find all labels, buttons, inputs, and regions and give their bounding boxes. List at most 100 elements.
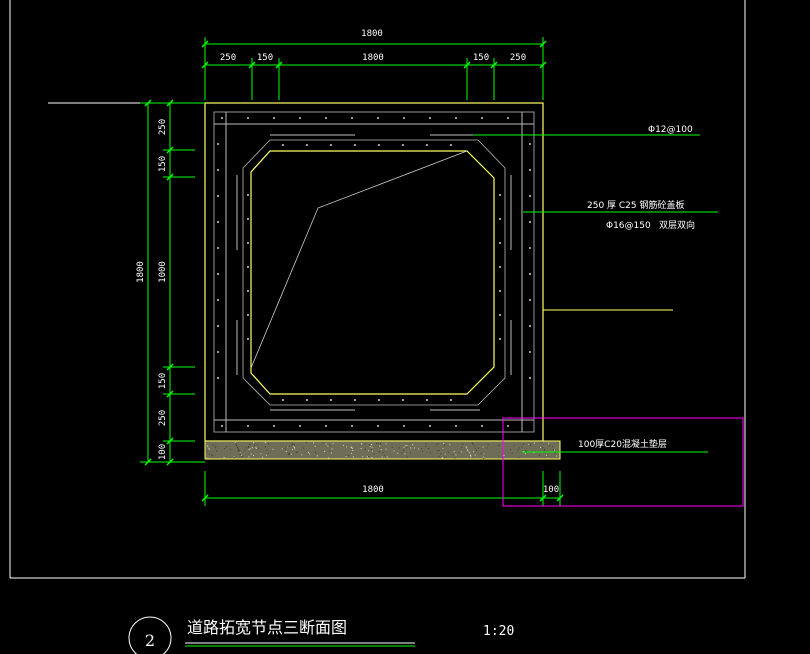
cushion-grain (371, 444, 373, 445)
cushion-grain (442, 446, 444, 448)
left-dim-4: 150 (158, 373, 168, 389)
rebar-dot (247, 290, 249, 292)
left-dim-3: 1000 (158, 261, 168, 283)
cushion-grain (322, 442, 324, 444)
left-total-dim: 1800 (136, 261, 146, 283)
cushion-grain (342, 444, 344, 446)
cushion-grain (235, 443, 237, 445)
cushion-grain (253, 455, 254, 457)
cushion-grain (206, 449, 207, 451)
rebar-dot (403, 117, 405, 119)
rebar-dot (378, 144, 380, 146)
rebar-dot (529, 299, 531, 301)
cushion-grain (351, 447, 353, 448)
cushion-grain (554, 452, 556, 454)
cushion-grain (255, 448, 257, 449)
cushion-grain (235, 444, 237, 446)
rebar-dot (529, 195, 531, 197)
cushion-grain (207, 457, 209, 459)
rebar-dot (299, 425, 301, 427)
cushion-grain (480, 453, 482, 455)
cushion-grain (405, 444, 407, 446)
cushion-grain (207, 445, 209, 447)
rebar-dot (450, 399, 452, 401)
cushion-grain (470, 454, 472, 456)
cushion-grain (510, 449, 512, 451)
cushion-grain (376, 443, 377, 445)
cushion-grain (247, 446, 249, 448)
cushion-grain (208, 448, 210, 450)
rebar-dot (455, 117, 457, 119)
rebar-dot (247, 314, 249, 316)
title-scale: 1:20 (483, 624, 514, 639)
title-number-circle (128, 616, 172, 654)
cushion-grain (314, 445, 316, 447)
cushion-grain (249, 443, 251, 445)
cushion-grain (444, 456, 446, 458)
rebar-dot (378, 399, 380, 401)
cushion-grain (513, 445, 515, 447)
cushion-grain (544, 449, 546, 451)
cushion-grain (244, 449, 246, 451)
highlight-box (502, 417, 744, 507)
cushion-grain (444, 444, 446, 446)
cushion-grain (549, 444, 551, 446)
rebar-dot (325, 425, 327, 427)
cushion-grain (475, 449, 477, 451)
cushion-grain (348, 455, 350, 457)
rebar-dot (402, 144, 404, 146)
cushion-grain (445, 453, 447, 455)
rebar-dot (221, 117, 223, 119)
cushion-grain (296, 451, 298, 453)
cushion-grain (208, 447, 210, 449)
cushion-grain (352, 456, 354, 458)
cushion-grain (345, 456, 347, 457)
cushion-grain (418, 448, 420, 450)
rebar-dot (507, 425, 509, 427)
rebar-dot (402, 399, 404, 401)
cushion-grain (381, 456, 383, 458)
cushion-grain (552, 449, 554, 451)
cushion-grain (291, 442, 293, 444)
cushion-grain (445, 453, 447, 455)
cushion-grain (413, 447, 415, 449)
cushion-grain (483, 457, 485, 459)
title-number: 2 (145, 631, 155, 650)
cushion-grain (442, 457, 443, 459)
cushion-grain (239, 453, 241, 455)
cushion-grain (234, 456, 235, 458)
cushion-grain (264, 446, 266, 448)
cushion-grain (557, 442, 559, 444)
cushion-grain (237, 450, 239, 452)
cushion-grain (313, 442, 314, 444)
cushion-grain (380, 449, 382, 451)
cushion-grain (303, 447, 305, 449)
cushion-grain (371, 449, 373, 451)
rebar-dot (455, 425, 457, 427)
cushion-grain (237, 447, 239, 449)
cushion-grain (308, 453, 310, 455)
cushion-grain (453, 450, 455, 452)
cushion-grain (362, 456, 364, 458)
cushion-grain (430, 452, 432, 454)
cushion-grain (452, 454, 454, 456)
cushion-grain (286, 446, 288, 448)
left-dim-1: 250 (158, 119, 168, 135)
cushion-grain (291, 444, 293, 446)
rebar-dot (499, 266, 501, 268)
cushion-grain (404, 453, 406, 455)
cushion-grain (425, 443, 427, 445)
rebar-dot (247, 242, 249, 244)
cushion-grain (272, 448, 274, 450)
rebar-dot (282, 399, 284, 401)
rebar-dot (247, 266, 249, 268)
cushion-grain (245, 447, 247, 449)
cushion-grain (258, 447, 260, 449)
cushion-grain (215, 445, 217, 447)
rebar-dot (529, 377, 531, 379)
left-dim-2: 150 (158, 156, 168, 172)
cushion-grain (237, 446, 239, 448)
cushion-grain (351, 452, 353, 454)
bottom-extra-dim: 100 (543, 485, 559, 495)
